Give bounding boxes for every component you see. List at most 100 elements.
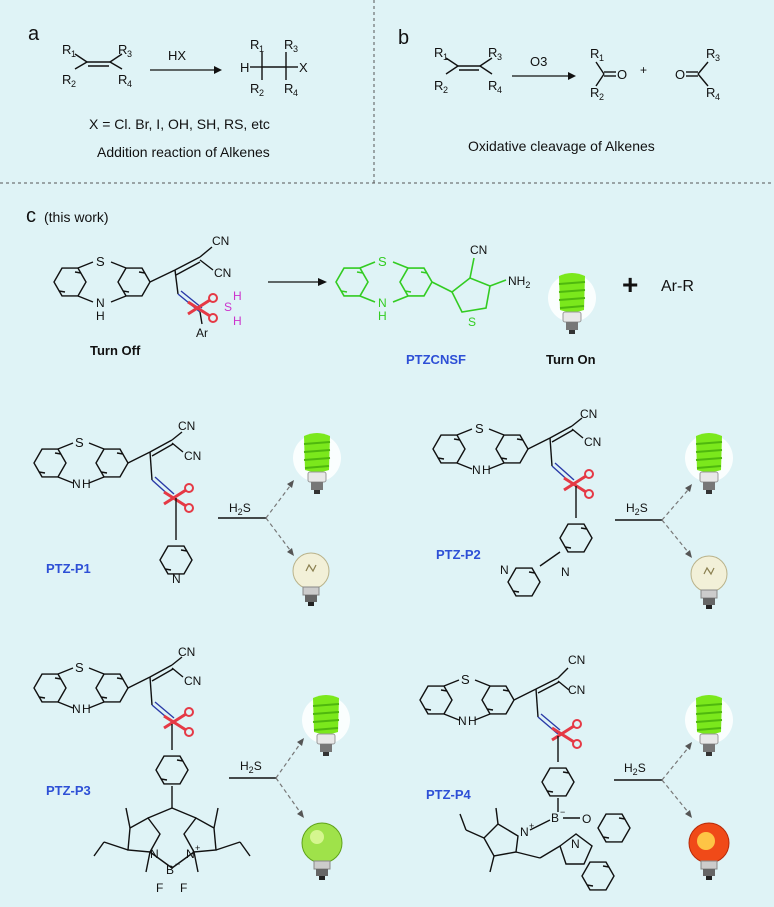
svg-text:R: R [590, 46, 599, 61]
svg-text:H: H [240, 60, 249, 75]
bulb-on-p4 [684, 694, 734, 757]
svg-text:CN: CN [584, 435, 601, 449]
h2s-label-p2: H2S [626, 501, 648, 517]
svg-text:CN: CN [580, 407, 597, 421]
svg-text:H: H [482, 463, 491, 477]
probe-label-p2: PTZ-P2 [436, 547, 481, 562]
svg-text:R: R [250, 81, 259, 96]
h2s-label-p1: H2S [229, 501, 251, 517]
svg-text:N: N [150, 847, 159, 861]
svg-text:4: 4 [293, 88, 298, 98]
svg-text:R: R [284, 81, 293, 96]
probe-label-p4: PTZ-P4 [426, 787, 472, 802]
svg-text:O: O [675, 67, 685, 82]
panel-b-caption: Oxidative cleavage of Alkenes [468, 138, 655, 154]
svg-text:R: R [706, 85, 715, 100]
svg-text:3: 3 [715, 53, 720, 63]
svg-text:S: S [378, 254, 387, 269]
svg-text:1: 1 [443, 52, 448, 62]
svg-text:Ar: Ar [196, 326, 208, 340]
svg-text:−: − [560, 807, 565, 817]
svg-text:B: B [551, 811, 559, 825]
svg-text:CN: CN [214, 266, 231, 280]
svg-text:R: R [488, 78, 497, 93]
svg-text:O: O [617, 67, 627, 82]
turn-off-label: Turn Off [90, 343, 141, 358]
svg-text:3: 3 [293, 44, 298, 54]
svg-text:O: O [582, 812, 591, 826]
svg-text:N: N [571, 837, 580, 851]
byproduct-label: Ar-R [661, 278, 694, 295]
svg-text:R: R [118, 42, 127, 57]
svg-text:H: H [96, 309, 105, 323]
probe-ptz-p1: S N H CN CN N PTZ-P1 H2S [33, 419, 342, 607]
bulb-off-p2 [690, 555, 728, 610]
svg-text:R: R [488, 45, 497, 60]
svg-text:2: 2 [259, 88, 264, 98]
svg-text:H: H [233, 289, 242, 303]
probe-ptz-p3: S N H CN CN N N + B − F [33, 645, 351, 895]
svg-text:−: − [175, 859, 180, 869]
svg-text:N: N [472, 463, 481, 477]
svg-text:4: 4 [715, 92, 720, 102]
svg-text:N: N [378, 296, 387, 310]
svg-text:R: R [62, 42, 71, 57]
bulb-on-p2 [684, 432, 734, 495]
panel-a-caption: Addition reaction of Alkenes [97, 144, 270, 160]
svg-text:N: N [172, 572, 181, 586]
svg-text:N: N [458, 714, 467, 728]
svg-text:1: 1 [599, 53, 604, 63]
svg-text:+: + [195, 843, 200, 853]
product-label: PTZCNSF [406, 352, 466, 367]
svg-text:R: R [434, 78, 443, 93]
svg-text:H: H [233, 314, 242, 328]
svg-text:CN: CN [184, 674, 201, 688]
svg-text:+: + [529, 821, 534, 831]
svg-text:2: 2 [443, 85, 448, 95]
svg-text:1: 1 [259, 44, 264, 54]
probe-ptz-p2: S N H CN CN N N PTZ-P2 H2S [432, 407, 734, 610]
x-definition: X = Cl. Br, I, OH, SH, RS, etc [89, 116, 270, 132]
h2s-s: S [224, 300, 232, 314]
svg-text:CN: CN [178, 645, 195, 659]
svg-text:CN: CN [178, 419, 195, 433]
svg-text:3: 3 [497, 52, 502, 62]
probe-ptz-p4: S N H CN CN B − O N + N PTZ-P4 H [419, 653, 734, 891]
svg-text:2: 2 [599, 92, 604, 102]
nh-atom: N [96, 296, 105, 310]
svg-text:CN: CN [212, 234, 229, 248]
svg-text:1: 1 [71, 49, 76, 59]
bulb-on-p1 [292, 432, 342, 495]
svg-text:3: 3 [127, 49, 132, 59]
svg-text:H: H [82, 702, 91, 716]
plus-sign-b: + [640, 63, 647, 77]
svg-text:R: R [590, 85, 599, 100]
reagent-ozone: O3 [530, 54, 547, 69]
reagent-hx: HX [168, 48, 186, 63]
bulb-turn-on [547, 272, 597, 335]
bulb-lime-p3 [301, 822, 343, 881]
svg-text:2: 2 [71, 79, 76, 89]
svg-text:F: F [180, 881, 187, 895]
turn-off-probe: S N H CN CN Ar S H H Turn Off [53, 234, 242, 358]
svg-text:B: B [166, 863, 174, 877]
panel-a-letter: a [28, 23, 40, 45]
svg-text:N: N [520, 825, 529, 839]
svg-text:R: R [706, 46, 715, 61]
svg-text:CN: CN [184, 449, 201, 463]
svg-text:S: S [75, 435, 84, 450]
svg-text:N: N [72, 477, 81, 491]
svg-text:N: N [72, 702, 81, 716]
svg-text:4: 4 [497, 85, 502, 95]
panel-c-subtitle: (this work) [44, 209, 109, 225]
sulfur-atom: S [96, 254, 105, 269]
svg-text:F: F [156, 881, 163, 895]
turn-on-label: Turn On [546, 352, 596, 367]
svg-text:S: S [461, 672, 470, 687]
svg-text:X: X [299, 60, 308, 75]
svg-text:R: R [284, 37, 293, 52]
